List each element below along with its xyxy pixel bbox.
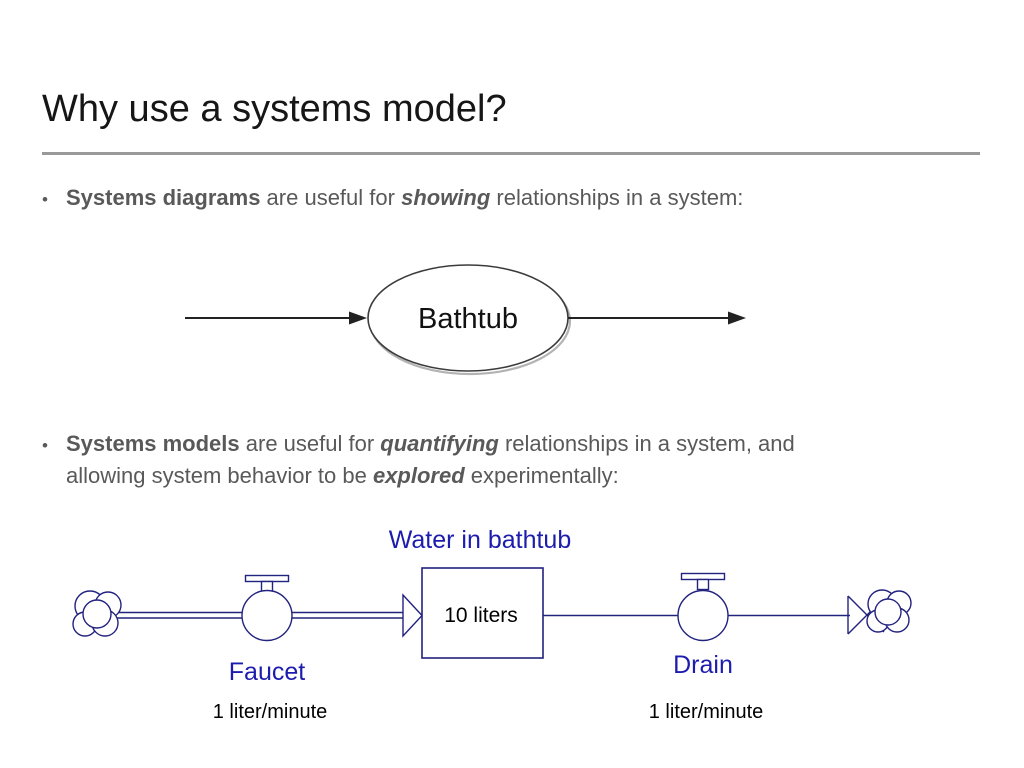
bullet2-line1: Systems models are useful for quantifyin…: [66, 428, 966, 460]
bullet-text: Systems models are useful for quantifyin…: [66, 428, 966, 492]
stock-title-label: Water in bathtub: [389, 526, 572, 554]
bullet2-emphasis1: quantifying: [380, 431, 499, 456]
page-title: Why use a systems model?: [42, 88, 507, 130]
bullet2-tail2: experimentally:: [464, 463, 619, 488]
bathtub-node-label: Bathtub: [418, 303, 518, 335]
inflow-rate-label: 1 liter/minute: [213, 701, 328, 723]
source-cloud-icon: [72, 590, 122, 637]
outflow-arrowhead-icon: [728, 311, 746, 325]
bullet-systems-diagrams: • Systems diagrams are useful for showin…: [42, 182, 966, 216]
bullet2-line2: allowing system behavior to be explored …: [66, 460, 966, 492]
bullet1-tail: relationships in a system:: [490, 185, 744, 210]
outflow-rate-label: 1 liter/minute: [649, 701, 764, 723]
inflow-pipe: [112, 611, 404, 619]
bullet-marker: •: [42, 190, 48, 209]
bullet-systems-models: • Systems models are useful for quantify…: [42, 428, 966, 492]
bullet1-lead-bold: Systems diagrams: [66, 185, 261, 210]
bullet2-lead2: allowing system behavior to be: [66, 463, 373, 488]
bullet2-lead-bold: Systems models: [66, 431, 240, 456]
bullet2-tail1: relationships in a system, and: [498, 431, 795, 456]
title-divider: [42, 152, 980, 155]
stock-value-label: 10 liters: [444, 604, 518, 627]
stock-flow-model-diagram: Water in bathtub 10 liters: [72, 526, 912, 723]
systems-diagram: Bathtub: [185, 264, 746, 376]
bullet-text: Systems diagrams are useful for showing …: [66, 182, 966, 216]
drain-valve-icon: [677, 572, 729, 642]
bullet2-emphasis2: explored: [372, 463, 465, 488]
outflow-name-label: Drain: [673, 651, 733, 679]
bullet1-mid: are useful for: [260, 185, 402, 210]
sink-cloud-icon: [866, 589, 912, 633]
inflow-arrowhead-icon: [349, 311, 367, 325]
inflow-arrowhead-icon: [402, 593, 423, 638]
bullet1-emphasis: showing: [401, 185, 491, 210]
faucet-valve-icon: [241, 574, 293, 642]
inflow-name-label: Faucet: [229, 658, 305, 686]
stock-box: [421, 567, 544, 659]
bullet-marker: •: [42, 436, 48, 455]
bullet2-mid: are useful for: [239, 431, 381, 456]
